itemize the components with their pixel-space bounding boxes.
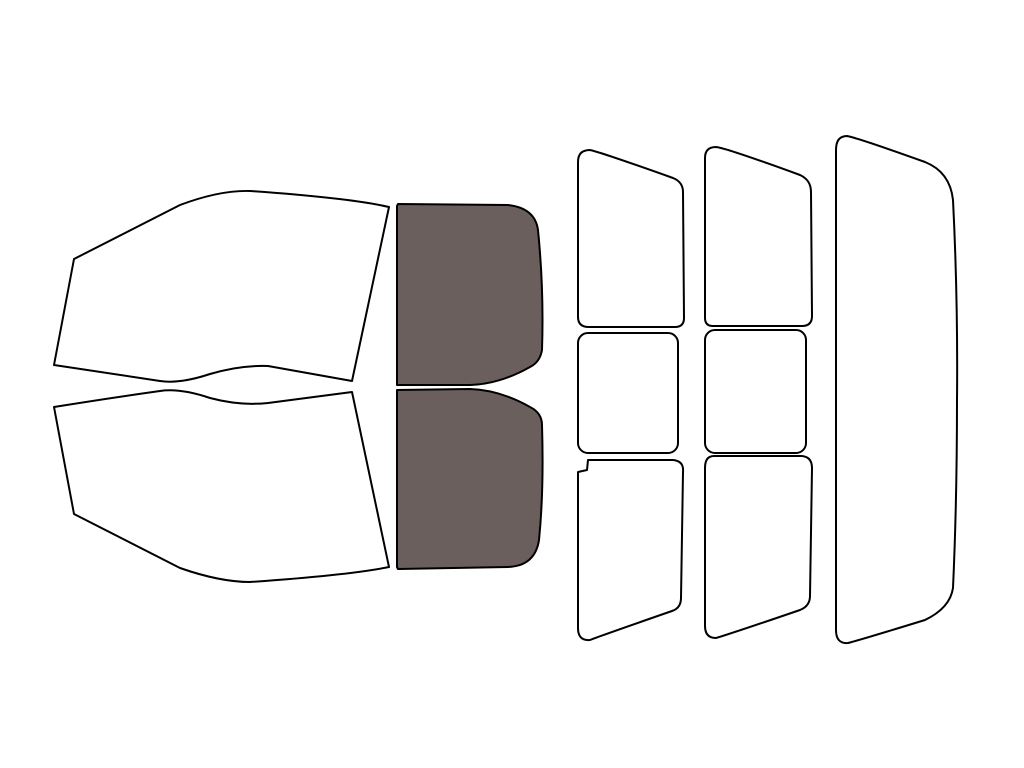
rear-quarter-window-bottom[interactable]	[704, 455, 813, 639]
rear-door-window-top[interactable]	[577, 149, 685, 328]
front-side-window-top[interactable]	[396, 203, 544, 386]
rear-quarter-window-middle[interactable]	[704, 329, 807, 454]
rear-quarter-window-top[interactable]	[704, 146, 813, 327]
front-door-window-top[interactable]	[53, 189, 390, 383]
rear-door-window-bottom[interactable]	[577, 459, 685, 642]
front-side-window-bottom[interactable]	[396, 388, 544, 570]
rear-windshield[interactable]	[835, 135, 959, 645]
front-door-window-bottom[interactable]	[53, 389, 390, 583]
rear-door-window-middle[interactable]	[577, 332, 679, 454]
